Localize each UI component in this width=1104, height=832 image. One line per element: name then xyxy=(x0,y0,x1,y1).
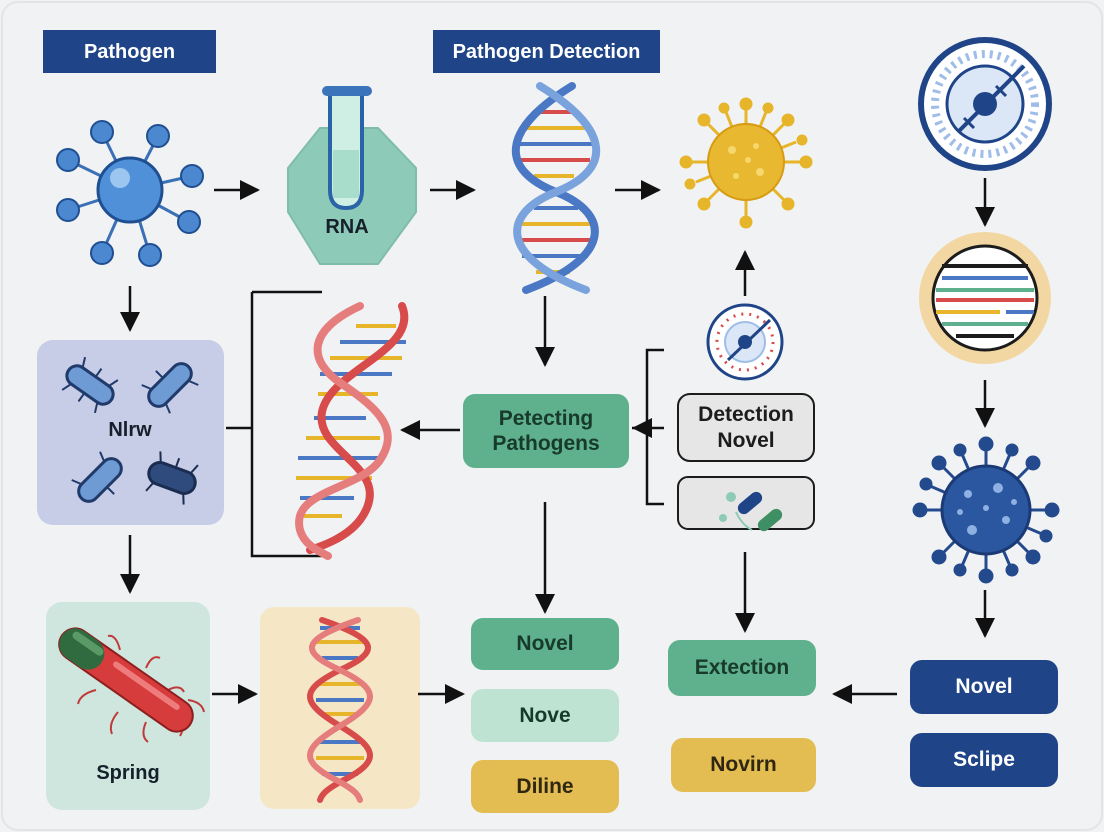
petecting-pathogens-box-bg xyxy=(463,394,629,468)
sclipe-box: Sclipe xyxy=(953,748,1015,772)
nove-mint-box-bg xyxy=(471,689,619,742)
navy-virus-icon xyxy=(912,436,1060,584)
novel-navy-box: Novel xyxy=(955,675,1013,699)
capsule-cells-icon xyxy=(677,476,815,532)
spring-label: Spring xyxy=(96,762,160,784)
novel-green-box-bg xyxy=(471,618,619,670)
detection-novel-box-bg xyxy=(677,393,815,462)
extection-box: Extection xyxy=(694,656,790,680)
flow-arrows xyxy=(120,178,995,704)
bacteria-group-icon xyxy=(37,340,224,525)
novirn-box: Novirn xyxy=(710,753,777,777)
dna-panel-icon xyxy=(260,607,420,809)
novirn-box-bg xyxy=(671,738,816,792)
diline-gold-box: Diline xyxy=(516,774,574,798)
pathogen-molecule-icon xyxy=(56,120,204,267)
novel-navy-box-bg xyxy=(910,660,1058,714)
bracket-connector xyxy=(226,290,322,558)
diline-gold-box-bg xyxy=(471,760,619,813)
detection-novel-box: Detection Novel xyxy=(698,403,794,452)
test-tube-icon xyxy=(287,86,417,265)
nove-mint-box: Nove xyxy=(519,703,571,727)
nlrw-label: Nlrw xyxy=(108,419,152,441)
petecting-pathogens-box: Petecting Pathogens xyxy=(492,406,600,455)
red-dna-helix-icon xyxy=(295,302,409,560)
small-target-icon xyxy=(706,303,784,381)
pathogen-header: Pathogen xyxy=(43,30,216,73)
sclipe-navy-box-bg xyxy=(910,733,1058,787)
dna-helix-icon xyxy=(512,82,600,294)
rna-label: RNA xyxy=(325,216,369,238)
novel-green-box: Novel xyxy=(516,632,574,656)
pathogen-detection-header: Pathogen Detection xyxy=(433,30,660,73)
target-dial-icon xyxy=(918,37,1052,171)
extection-box-bg xyxy=(668,640,816,696)
yellow-virus-icon xyxy=(679,97,813,229)
red-bacterium-icon xyxy=(46,602,210,810)
gel-plate-icon xyxy=(919,232,1051,364)
